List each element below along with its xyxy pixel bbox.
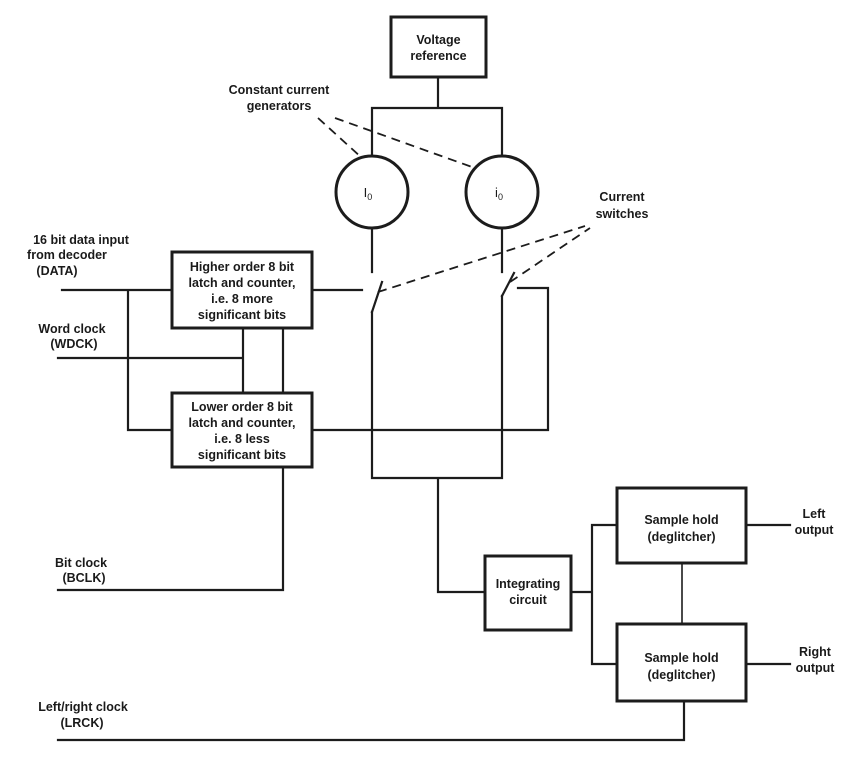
lr-clock-line-1: Left/right clock [38,700,128,714]
current-switches [370,271,516,314]
block-sample-hold-left: Sample hold (deglitcher) [615,486,748,565]
label-constant-current-generators: Constant current generators [229,83,331,113]
data-input-line-3: (DATA) [36,264,77,278]
switch-1-blade [370,280,384,314]
current-source-left-label: I0 [364,185,373,202]
lower-latch-line-1: Lower order 8 bit [191,400,293,414]
left-output-line-1: Left [803,507,827,521]
vref-wire [370,75,504,159]
generators-leader-2 [334,117,473,168]
label-data-input: 16 bit data input from decoder (DATA) [27,233,130,278]
bit-clock-wire [56,328,285,592]
switches-label-line-2: switches [596,207,649,221]
block-lower-order-latch: Lower order 8 bit latch and counter, i.e… [170,391,314,469]
generators-label-line-2: generators [247,99,312,113]
sample-hold-left-line-1: Sample hold [644,513,718,527]
voltage-reference-line-2: reference [410,49,466,63]
lr-clock-line-2: (LRCK) [60,716,103,730]
block-higher-order-latch: Higher order 8 bit latch and counter, i.… [170,250,314,330]
switches-leader-2 [509,227,591,283]
right-output-line-1: Right [799,645,832,659]
switch-output-wires [370,294,504,594]
data-input-line-2: from decoder [27,248,107,262]
block-voltage-reference: Voltage reference [389,15,488,79]
source-to-switch-wires [370,226,504,274]
current-source-right: i0 [464,154,540,230]
sample-hold-left-line-2: (deglitcher) [647,530,715,544]
data-input-line-1: 16 bit data input [33,233,130,247]
word-clock-line-1: Word clock [38,322,105,336]
label-word-clock: Word clock (WDCK) [38,322,105,351]
lower-latch-line-3: i.e. 8 less [214,432,270,446]
switches-leader-1 [377,225,586,293]
bit-clock-line-2: (BCLK) [62,571,105,585]
current-source-right-label: i0 [495,185,503,202]
word-clock-wire [56,328,245,395]
word-clock-line-2: (WDCK) [50,337,97,351]
sample-hold-right-line-1: Sample hold [644,651,718,665]
switch-2-blade [500,271,516,298]
label-left-output: Left output [795,507,835,537]
label-right-output: Right output [796,645,836,675]
left-output-line-2: output [795,523,835,537]
lr-clock-wire [56,699,686,742]
current-source-left: I0 [334,154,410,230]
block-integrating-circuit: Integrating circuit [483,554,573,632]
switches-label-line-1: Current [599,190,645,204]
sample-hold-right-line-2: (deglitcher) [647,668,715,682]
wiring [56,75,792,742]
data-input-wire [60,288,174,432]
generators-leader-1 [317,117,363,159]
higher-latch-line-1: Higher order 8 bit [190,260,295,274]
lower-latch-control [310,286,550,432]
higher-latch-line-2: latch and counter, [189,276,296,290]
right-output-line-2: output [796,661,836,675]
lower-latch-line-4: significant bits [198,448,286,462]
output-wires [744,523,792,666]
integrating-circuit-line-2: circuit [509,593,547,607]
voltage-reference-line-1: Voltage [416,33,460,47]
label-current-switches: Current switches [596,190,649,221]
higher-latch-line-3: i.e. 8 more [211,292,273,306]
bit-clock-line-1: Bit clock [55,556,107,570]
integrator-to-sh-wires [569,523,619,666]
higher-latch-line-4: significant bits [198,308,286,322]
generators-label-line-1: Constant current [229,83,331,97]
label-bit-clock: Bit clock (BCLK) [55,556,107,585]
label-lr-clock: Left/right clock (LRCK) [38,700,128,730]
integrating-circuit-line-1: Integrating [496,577,561,591]
annotation-leaders [317,117,591,293]
block-sample-hold-right: Sample hold (deglitcher) [615,622,748,703]
lower-latch-line-2: latch and counter, [189,416,296,430]
